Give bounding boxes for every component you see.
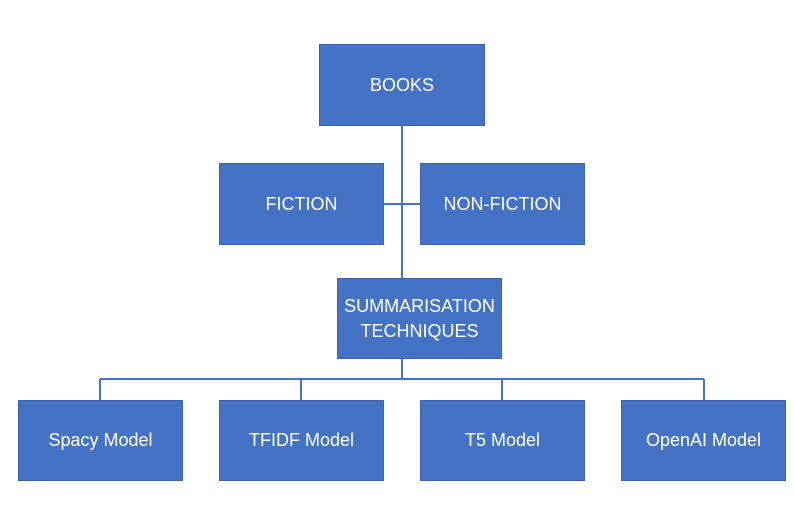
books-node: BOOKS xyxy=(319,44,485,126)
t5-model-label: T5 Model xyxy=(464,430,541,451)
t5-model-node: T5 Model xyxy=(420,400,585,481)
fiction-label: FICTION xyxy=(265,193,338,214)
spacy-model-label: Spacy Model xyxy=(48,430,153,451)
tfidf-model-label: TFIDF Model xyxy=(248,430,354,451)
openai-model-node: OpenAI Model xyxy=(621,400,786,481)
non-fiction-label: NON-FICTION xyxy=(443,193,562,214)
books-label: BOOKS xyxy=(369,74,435,95)
summarisation-techniques-node: SUMMARISATION TECHNIQUES xyxy=(337,278,502,359)
fiction-node: FICTION xyxy=(219,163,384,245)
tfidf-model-node: TFIDF Model xyxy=(219,400,384,481)
openai-model-label: OpenAI Model xyxy=(645,430,762,451)
spacy-model-node: Spacy Model xyxy=(18,400,183,481)
non-fiction-node: NON-FICTION xyxy=(420,163,585,245)
summarisation-techniques-label: SUMMARISATION TECHNIQUES xyxy=(344,296,495,341)
